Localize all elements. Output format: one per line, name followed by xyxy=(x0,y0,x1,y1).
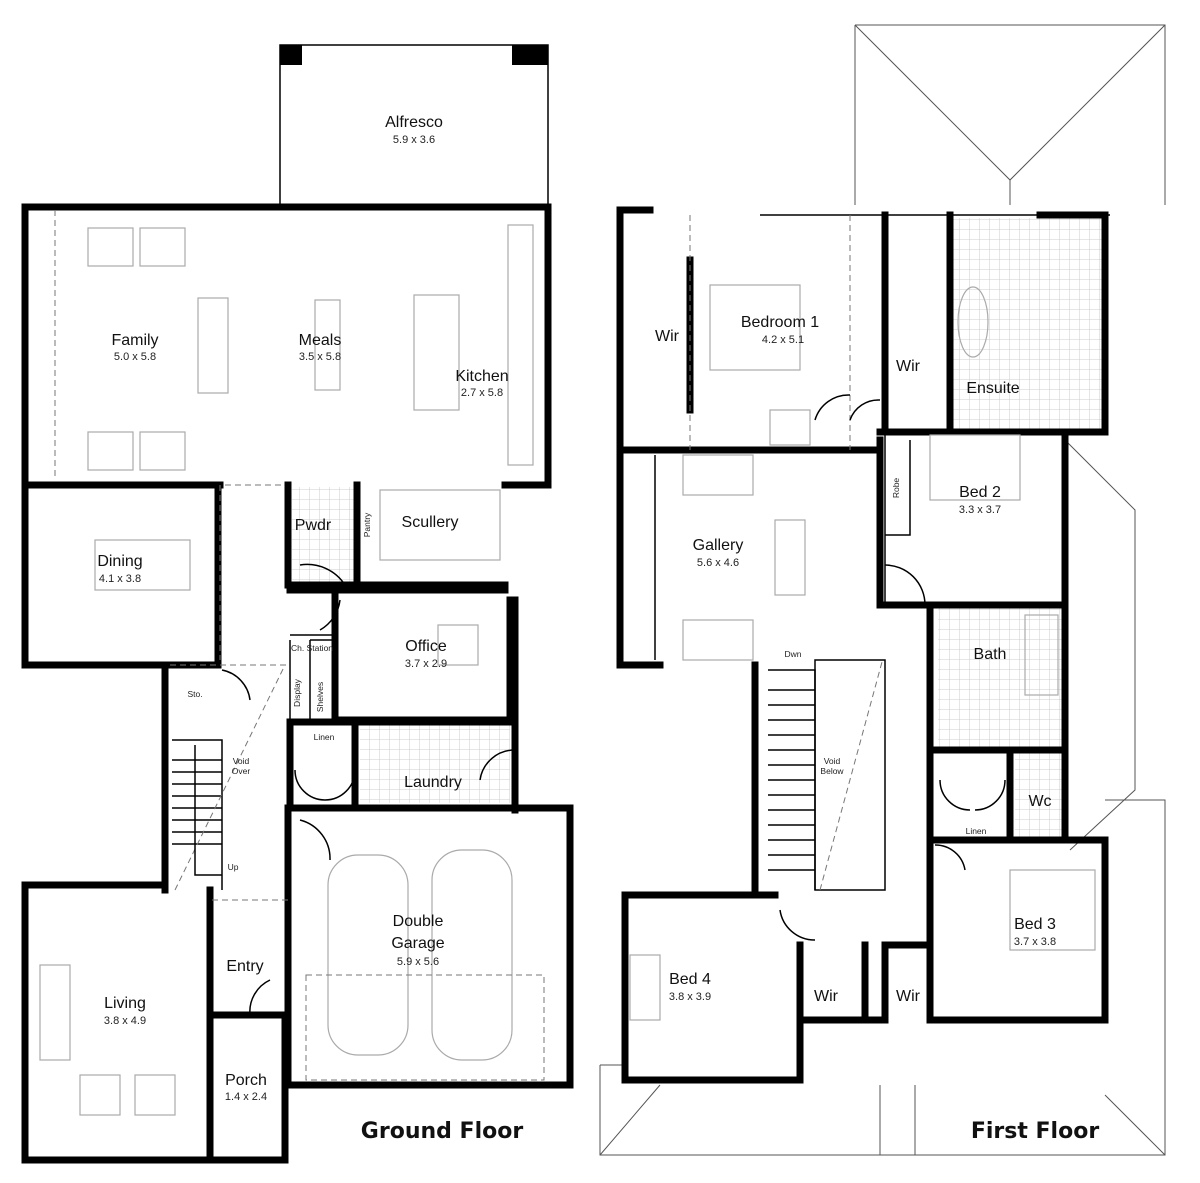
void-below-line2: Below xyxy=(820,766,844,776)
pwdr-tiles xyxy=(292,487,354,582)
roof-outline xyxy=(599,24,1166,1156)
room-label-ensuite: Ensuite xyxy=(966,380,1019,397)
room-label-wir4: Wir xyxy=(896,988,921,1005)
car-icon xyxy=(327,854,409,1056)
room-label-robe: Robe xyxy=(891,478,901,499)
room-label-wir2: Wir xyxy=(896,358,921,375)
room-label-linen: Linen xyxy=(314,732,335,742)
room-label-dining: Dining xyxy=(97,553,142,570)
room-label-wc: Wc xyxy=(1028,793,1051,810)
room-label-bath: Bath xyxy=(974,646,1007,663)
room-label-meals: Meals xyxy=(299,332,342,349)
room-label-ch-station: Ch. Station xyxy=(291,643,333,653)
ground-walls xyxy=(21,203,574,1164)
room-label-porch: Porch xyxy=(225,1072,267,1089)
room-label-linen-first: Linen xyxy=(966,826,987,836)
room-size-bed2: 3.3 x 3.7 xyxy=(959,504,1001,516)
room-label-kitchen: Kitchen xyxy=(455,368,508,385)
room-size-dining: 4.1 x 3.8 xyxy=(99,573,141,585)
room-size-office: 3.7 x 2.9 xyxy=(405,658,447,670)
room-label-pantry: Pantry xyxy=(362,512,372,537)
room-label-laundry: Laundry xyxy=(404,774,462,791)
bath-tiles xyxy=(938,608,1063,748)
bathtub-icon xyxy=(1024,614,1059,696)
room-label-wir1: Wir xyxy=(655,328,680,345)
stairs-up-label: Up xyxy=(228,862,239,872)
room-size-bedroom1: 4.2 x 5.1 xyxy=(762,334,804,346)
wc-tiles xyxy=(1015,752,1063,837)
room-label-wir3: Wir xyxy=(814,988,839,1005)
void-over-line1: Void xyxy=(233,756,250,766)
first-stairs xyxy=(768,659,886,891)
stairs-down-label: Dwn xyxy=(784,649,801,659)
ground-floor-plan: Alfresco 5.9 x 3.6 Family 5.0 x 5.8 Meal… xyxy=(21,44,574,1164)
room-label-bed3: Bed 3 xyxy=(1014,916,1056,933)
ground-furniture xyxy=(39,224,545,1116)
garage-label-line1: Double xyxy=(393,913,444,930)
room-size-living: 3.8 x 4.9 xyxy=(104,1015,146,1027)
ground-stairs xyxy=(172,664,286,891)
bathtub-icon xyxy=(957,286,989,358)
room-label-office: Office xyxy=(405,638,447,655)
room-size-bed4: 3.8 x 3.9 xyxy=(669,991,711,1003)
garage-label-line2: Garage xyxy=(391,935,444,952)
room-label-bedroom1: Bedroom 1 xyxy=(741,314,819,331)
room-size-porch: 1.4 x 2.4 xyxy=(225,1091,267,1103)
room-label-bed4: Bed 4 xyxy=(669,971,711,988)
room-size-alfresco: 5.9 x 3.6 xyxy=(393,134,435,146)
room-size-garage: 5.9 x 5.6 xyxy=(397,956,439,968)
room-label-shelves: Shelves xyxy=(315,682,325,712)
room-size-family: 5.0 x 5.8 xyxy=(114,351,156,363)
first-furniture xyxy=(629,284,1096,1021)
room-label-alfresco: Alfresco xyxy=(385,114,443,131)
room-label-living: Living xyxy=(104,995,146,1012)
room-label-sto: Sto. xyxy=(187,689,202,699)
room-label-display: Display xyxy=(292,678,302,707)
void-over-line2: Over xyxy=(232,766,251,776)
room-size-gallery: 5.6 x 4.6 xyxy=(697,557,739,569)
room-label-gallery: Gallery xyxy=(693,537,744,554)
ground-floor-title: Ground Floor xyxy=(361,1119,524,1144)
room-label-entry: Entry xyxy=(226,958,263,975)
room-label-scullery: Scullery xyxy=(402,514,459,531)
room-size-bed3: 3.7 x 3.8 xyxy=(1014,936,1056,948)
laundry-tiles xyxy=(360,725,510,803)
room-label-pwdr: Pwdr xyxy=(295,517,332,534)
first-floor-plan: Wir Bedroom 1 4.2 x 5.1 Wir Ensuite Robe… xyxy=(599,24,1166,1156)
room-label-family: Family xyxy=(111,332,158,349)
room-size-kitchen: 2.7 x 5.8 xyxy=(461,387,503,399)
first-floor-title: First Floor xyxy=(971,1119,1099,1144)
room-size-meals: 3.5 x 5.8 xyxy=(299,351,341,363)
void-below-line1: Void xyxy=(824,756,841,766)
ensuite-tiles xyxy=(952,218,1104,430)
room-label-bed2: Bed 2 xyxy=(959,484,1001,501)
car-icon xyxy=(431,849,513,1061)
